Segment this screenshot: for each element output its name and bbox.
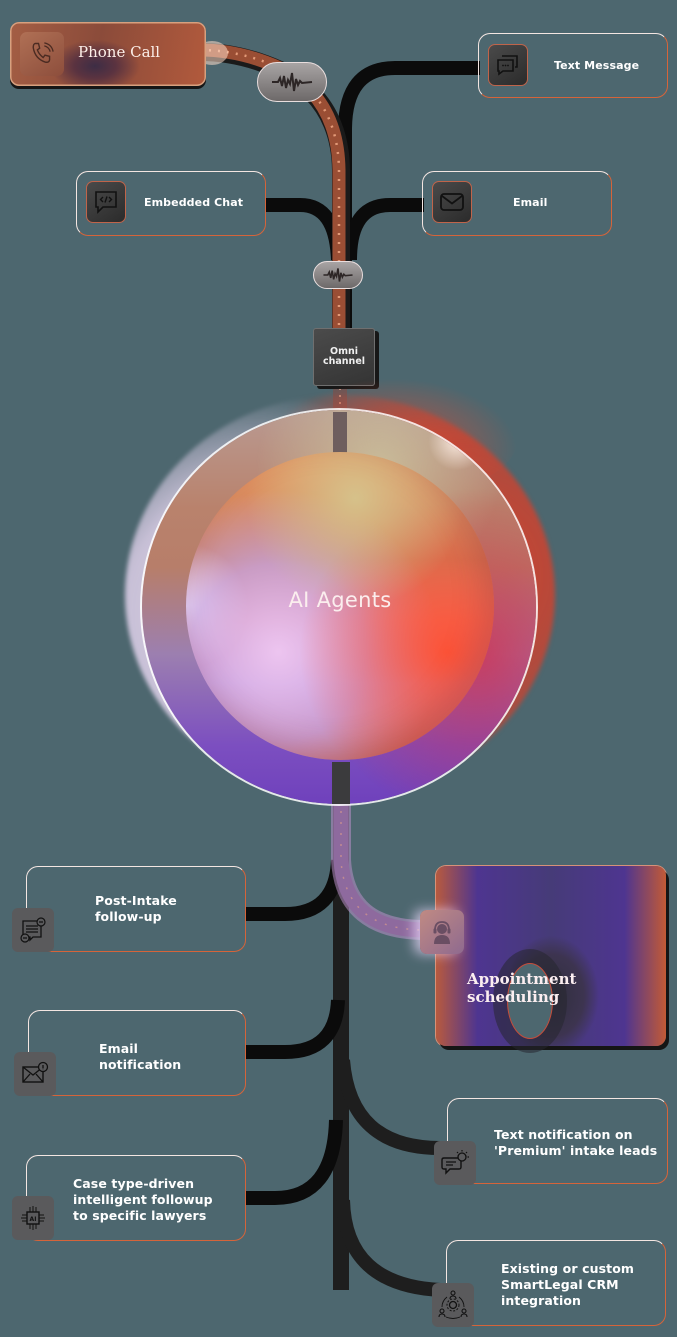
orb-stub-line xyxy=(333,412,347,454)
code-chat-icon-box xyxy=(86,181,126,223)
output-text-notification-card[interactable]: Text notification on'Premium' intake lea… xyxy=(447,1098,668,1184)
message-followup-icon-box xyxy=(12,908,54,952)
headset-agent-icon xyxy=(433,921,451,944)
text-notification-label: Text notification on'Premium' intake lea… xyxy=(494,1127,658,1158)
input-phone-call-card[interactable]: Phone Call xyxy=(10,22,206,86)
email-alert-icon-box xyxy=(14,1052,56,1096)
email-alert-icon xyxy=(22,1061,49,1083)
headset-agent-icon-box xyxy=(420,910,464,954)
team-gear-icon-box xyxy=(432,1283,474,1327)
chat-bubbles-icon-box xyxy=(488,44,528,86)
ai-agents-orb[interactable] xyxy=(186,452,494,760)
phone-call-label: Phone Call xyxy=(78,43,161,61)
output-appointment-scheduling-card[interactable] xyxy=(436,866,666,1046)
waveform-connector-2 xyxy=(313,261,363,289)
audio-waveform-icon xyxy=(272,72,313,92)
svg-text:AI: AI xyxy=(30,1216,37,1223)
ai-chip-icon: AI xyxy=(21,1206,45,1230)
waveform-connector-1 xyxy=(257,62,327,102)
embedded-chat-label: Embedded Chat xyxy=(144,196,244,209)
envelope-icon xyxy=(440,193,464,211)
team-gear-icon xyxy=(438,1290,468,1319)
phone-icon-box xyxy=(20,32,64,76)
input-email-card[interactable]: Email xyxy=(422,171,612,236)
chat-alert-icon xyxy=(441,1150,469,1175)
orb-output-stub xyxy=(332,762,350,804)
phone-icon xyxy=(32,42,54,63)
chat-alert-icon-box xyxy=(434,1141,476,1185)
chat-bubbles-icon xyxy=(497,55,518,76)
email-label: Email xyxy=(513,196,548,209)
text-message-label: Text Message xyxy=(554,59,640,72)
input-embedded-chat-card[interactable]: Embedded Chat xyxy=(76,171,266,236)
ai-agents-label: AI Agents xyxy=(288,588,392,612)
appointment-card-decoration xyxy=(507,963,553,1039)
input-text-message-card[interactable]: Text Message xyxy=(478,33,668,98)
message-followup-icon xyxy=(20,917,46,943)
code-chat-icon xyxy=(95,191,117,214)
ai-chip-icon-box: AI xyxy=(12,1196,54,1240)
audio-waveform-icon xyxy=(323,268,353,282)
envelope-icon-box xyxy=(432,181,472,223)
